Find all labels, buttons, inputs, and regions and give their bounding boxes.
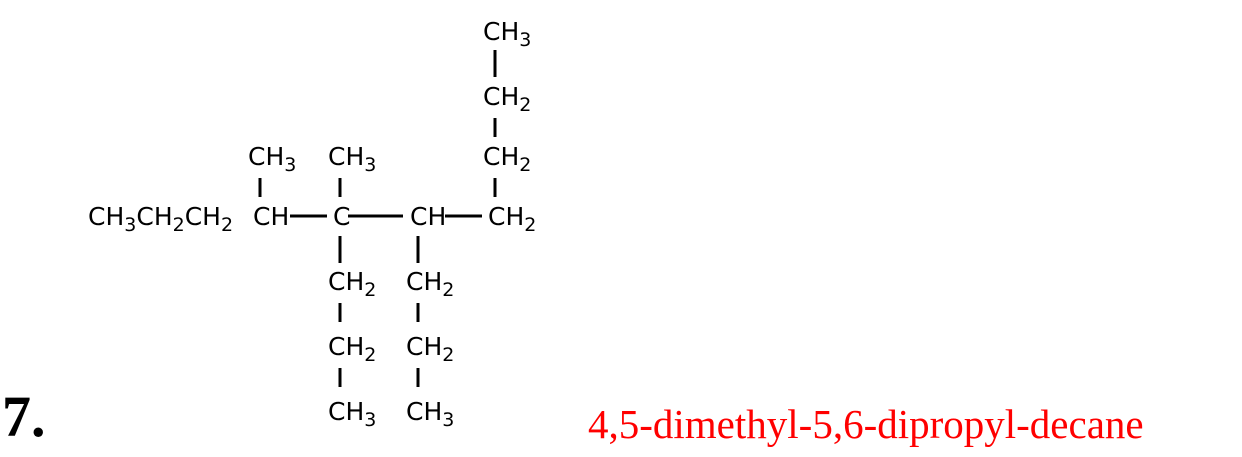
substituent-group: CH2​ xyxy=(483,82,531,116)
substituent-group: CH3​ xyxy=(328,142,376,176)
main-chain-group: CH2​ xyxy=(488,202,536,236)
main-chain: CH3​CH2​CH2​ CH C CH CH2​ xyxy=(88,202,536,236)
substituent-c3-down: CH2​ CH2​ CH3​ xyxy=(406,267,454,431)
main-chain-group: CH xyxy=(410,202,446,231)
question-number: 7. xyxy=(2,384,46,449)
structural-formula: CH3​CH2​CH2​ CH C CH CH2​ CH3​ CH3​ CH2​… xyxy=(88,17,536,431)
substituent-group: CH2​ xyxy=(328,267,376,301)
substituent-c2-down: CH2​ CH2​ CH3​ xyxy=(328,267,376,431)
bonds xyxy=(258,50,497,387)
substituent-c2-up: CH3​ xyxy=(328,142,376,176)
substituent-group: CH3​ xyxy=(483,17,531,51)
answer-iupac-name: 4,5-dimethyl-5,6-dipropyl-decane xyxy=(588,401,1144,447)
substituent-group: CH2​ xyxy=(406,332,454,366)
main-chain-group: C xyxy=(333,202,350,231)
substituent-group: CH3​ xyxy=(406,397,454,431)
substituent-c1-up: CH3​ xyxy=(248,142,296,176)
chain-left-label: CH3​CH2​CH2​ xyxy=(88,202,233,236)
substituent-group: CH3​ xyxy=(328,397,376,431)
substituent-group: CH2​ xyxy=(483,142,531,176)
substituent-c4-up: CH2​ CH2​ CH3​ xyxy=(483,17,531,176)
substituent-group: CH2​ xyxy=(406,267,454,301)
main-chain-group: CH xyxy=(253,202,289,231)
substituent-group: CH2​ xyxy=(328,332,376,366)
substituent-group: CH3​ xyxy=(248,142,296,176)
